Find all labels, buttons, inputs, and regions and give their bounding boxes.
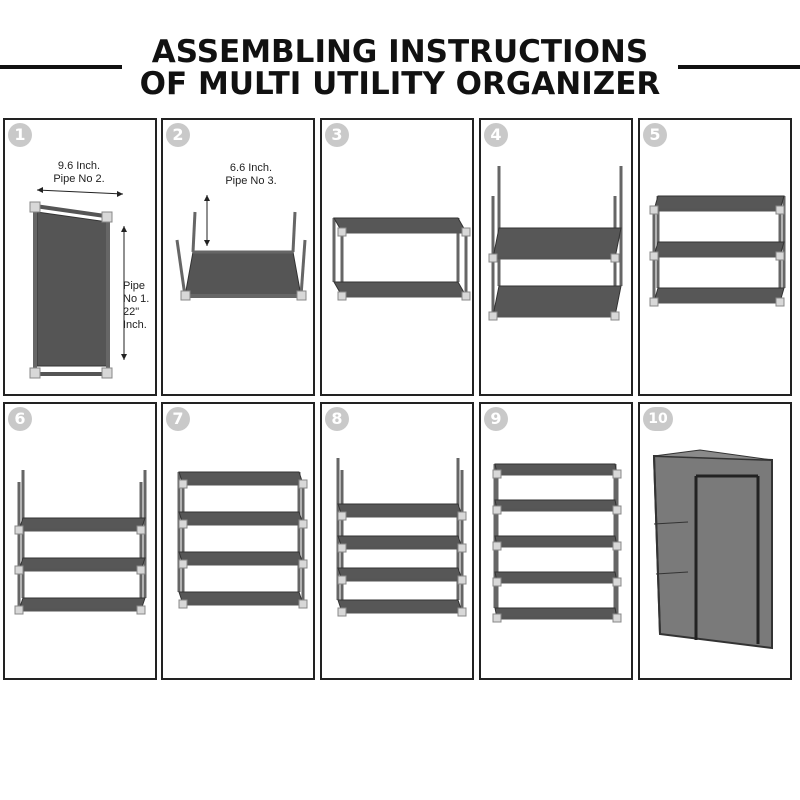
step-4-panel: 4 bbox=[479, 118, 633, 396]
title-block: ASSEMBLING INSTRUCTIONS OF MULTI UTILITY… bbox=[0, 30, 800, 100]
step-1-width-label: 9.6 Inch. Pipe No 2. bbox=[39, 160, 119, 186]
step-4-illustration bbox=[481, 120, 633, 396]
step-8-illustration bbox=[322, 404, 474, 680]
step-3-illustration bbox=[322, 120, 474, 396]
step-7-illustration bbox=[163, 404, 315, 680]
steps-grid: 1 9.6 Inch. Pipe No 2. Pipe No 1. 2 bbox=[3, 118, 797, 684]
title-line-1: ASSEMBLING INSTRUCTIONS bbox=[0, 35, 800, 69]
step-9-illustration bbox=[481, 404, 633, 680]
step-6-illustration bbox=[5, 404, 157, 680]
step-1-panel: 1 9.6 Inch. Pipe No 2. Pipe No 1. 2 bbox=[3, 118, 157, 396]
step-2-panel: 2 6.6 Inch. Pipe No 3. bbox=[161, 118, 315, 396]
step-10-illustration bbox=[640, 404, 792, 680]
step-10-panel: 10 bbox=[638, 402, 792, 680]
step-3-panel: 3 bbox=[320, 118, 474, 396]
step-1-height-label: Pipe No 1. 22" Inch. bbox=[123, 280, 157, 332]
step-7-panel: 7 bbox=[161, 402, 315, 680]
step-5-illustration bbox=[640, 120, 792, 396]
title-line-2: OF MULTI UTILITY ORGANIZER bbox=[0, 67, 800, 101]
step-8-panel: 8 bbox=[320, 402, 474, 680]
step-6-panel: 6 bbox=[3, 402, 157, 680]
step-2-pipe-label: 6.6 Inch. Pipe No 3. bbox=[211, 162, 291, 188]
step-9-panel: 9 bbox=[479, 402, 633, 680]
step-5-panel: 5 bbox=[638, 118, 792, 396]
